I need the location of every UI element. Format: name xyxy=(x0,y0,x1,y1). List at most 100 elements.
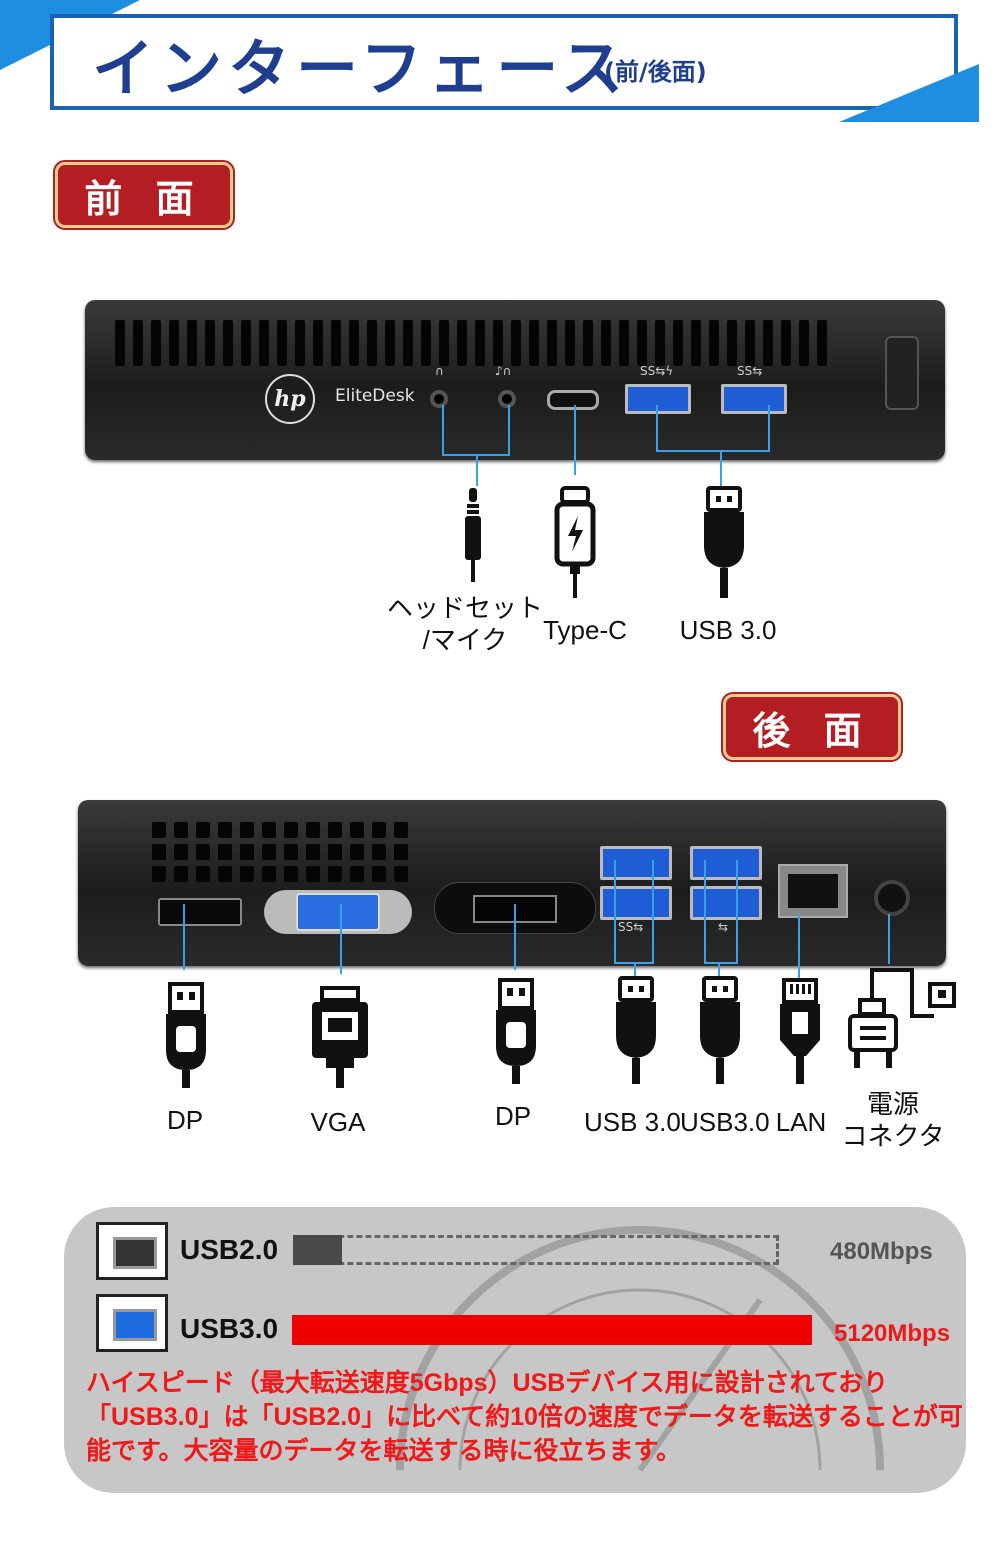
callout-line xyxy=(798,914,800,980)
front-section-badge: 前 面 xyxy=(55,162,233,228)
vent-slot xyxy=(240,822,254,838)
callout-line xyxy=(614,860,616,964)
displayport-icon xyxy=(166,982,206,1088)
callout-line xyxy=(736,860,738,964)
headphone-jack xyxy=(430,390,448,408)
caption-rear-usb3-2: USB3.0 xyxy=(680,1107,770,1137)
vent-slot xyxy=(457,320,467,366)
usb-speed-comparison-panel xyxy=(64,1207,966,1493)
vent-slot xyxy=(196,844,210,860)
vent-slot xyxy=(306,866,320,882)
vent-slot xyxy=(709,320,719,366)
vent-slot xyxy=(637,320,647,366)
callout-line xyxy=(652,860,654,964)
vent-slot xyxy=(218,844,232,860)
vent-slot xyxy=(439,320,449,366)
callout-line xyxy=(508,405,510,455)
callout-line xyxy=(718,962,720,976)
rear-usb3-port-4 xyxy=(690,886,762,920)
vent-slot xyxy=(367,320,377,366)
vent-slot xyxy=(295,320,305,366)
vent-slot xyxy=(372,844,386,860)
vent-slot xyxy=(511,320,521,366)
vent-slot xyxy=(763,320,773,366)
front-button xyxy=(885,336,919,410)
caption-type-c: Type-C xyxy=(543,615,627,645)
callout-line xyxy=(768,405,770,451)
vent-slot xyxy=(262,866,276,882)
vent-slot xyxy=(152,866,166,882)
hp-logo: hp xyxy=(265,374,315,424)
vent-slot xyxy=(306,822,320,838)
vent-slot xyxy=(781,320,791,366)
rear-usb3-port-1 xyxy=(600,846,672,880)
vent-slot xyxy=(169,320,179,366)
usb3-label: USB3.0 xyxy=(180,1313,279,1344)
usb2-bar-track xyxy=(293,1235,779,1265)
usb-type-c-icon xyxy=(554,486,596,598)
caption-rear-usb3-1: USB 3.0 xyxy=(584,1107,681,1137)
vent-slot xyxy=(284,844,298,860)
usb3-description: ハイスピード（最大転送速度5Gbps）USBデバイス用に設計されており「USB3… xyxy=(86,1369,963,1465)
vent-slot xyxy=(196,822,210,838)
vent-slot xyxy=(174,844,188,860)
mic-headset-icon: ♪∩ xyxy=(495,364,512,378)
vent-slot xyxy=(331,320,341,366)
vent-slot xyxy=(403,320,413,366)
callout-line xyxy=(514,904,516,970)
vent-slot xyxy=(529,320,539,366)
usb2-label: USB2.0 xyxy=(180,1234,279,1265)
vent-slot xyxy=(745,320,755,366)
vent-slot xyxy=(306,844,320,860)
header-frame xyxy=(50,14,958,110)
front-usb3-port-2 xyxy=(721,384,787,414)
vent-slot xyxy=(196,866,210,882)
vent-slot xyxy=(547,320,557,366)
usb2-speed-value: 480Mbps xyxy=(830,1238,933,1265)
vga-port-face xyxy=(296,893,380,931)
usb-c-port xyxy=(547,390,599,410)
front-vents xyxy=(115,320,827,366)
usb3-port-photo-icon xyxy=(96,1294,168,1352)
vent-slot xyxy=(655,320,665,366)
vent-slot xyxy=(187,320,197,366)
vent-slot xyxy=(583,320,593,366)
callout-line xyxy=(183,904,185,970)
vent-slot xyxy=(372,822,386,838)
superspeed-mark: SS⇆ xyxy=(618,920,644,934)
callout-line xyxy=(574,405,576,475)
vent-slot xyxy=(133,320,143,366)
caption-lan: LAN xyxy=(775,1107,827,1137)
rear-usb3-port-2 xyxy=(600,886,672,920)
superspeed-charge-mark: SS⇆ϟ xyxy=(640,364,674,378)
page-subtitle: (前/後面) xyxy=(604,58,707,86)
vent-slot xyxy=(240,844,254,860)
usb3-port-shape xyxy=(113,1309,157,1341)
vent-slot xyxy=(218,866,232,882)
vent-slot xyxy=(328,844,342,860)
vent-slot xyxy=(691,320,701,366)
callout-line xyxy=(720,450,722,486)
usb-a-icon xyxy=(616,976,656,1084)
mic-jack xyxy=(498,390,516,408)
vent-slot xyxy=(284,866,298,882)
caption-vga: VGA xyxy=(310,1107,366,1137)
rear-usb3-port-3 xyxy=(690,846,762,880)
vent-slot xyxy=(262,844,276,860)
callout-line xyxy=(704,860,706,964)
vent-slot xyxy=(350,822,364,838)
usb-a-icon xyxy=(700,976,740,1084)
headphone-icon: ∩ xyxy=(435,364,444,378)
callout-line xyxy=(704,962,738,964)
vent-slot xyxy=(152,844,166,860)
vent-slot xyxy=(152,822,166,838)
power-jack xyxy=(874,880,910,916)
vent-slot xyxy=(394,822,408,838)
front-panel-image: hp EliteDesk ∩ ♪∩ SS⇆ϟ SS⇆ xyxy=(85,300,945,460)
usb2-port-photo-icon xyxy=(96,1222,168,1280)
vent-slot xyxy=(174,866,188,882)
hp-logo-text: hp xyxy=(274,386,306,412)
callout-line xyxy=(888,914,890,964)
usb2-port-shape xyxy=(113,1237,157,1269)
superspeed-mark: SS⇆ xyxy=(737,364,763,378)
